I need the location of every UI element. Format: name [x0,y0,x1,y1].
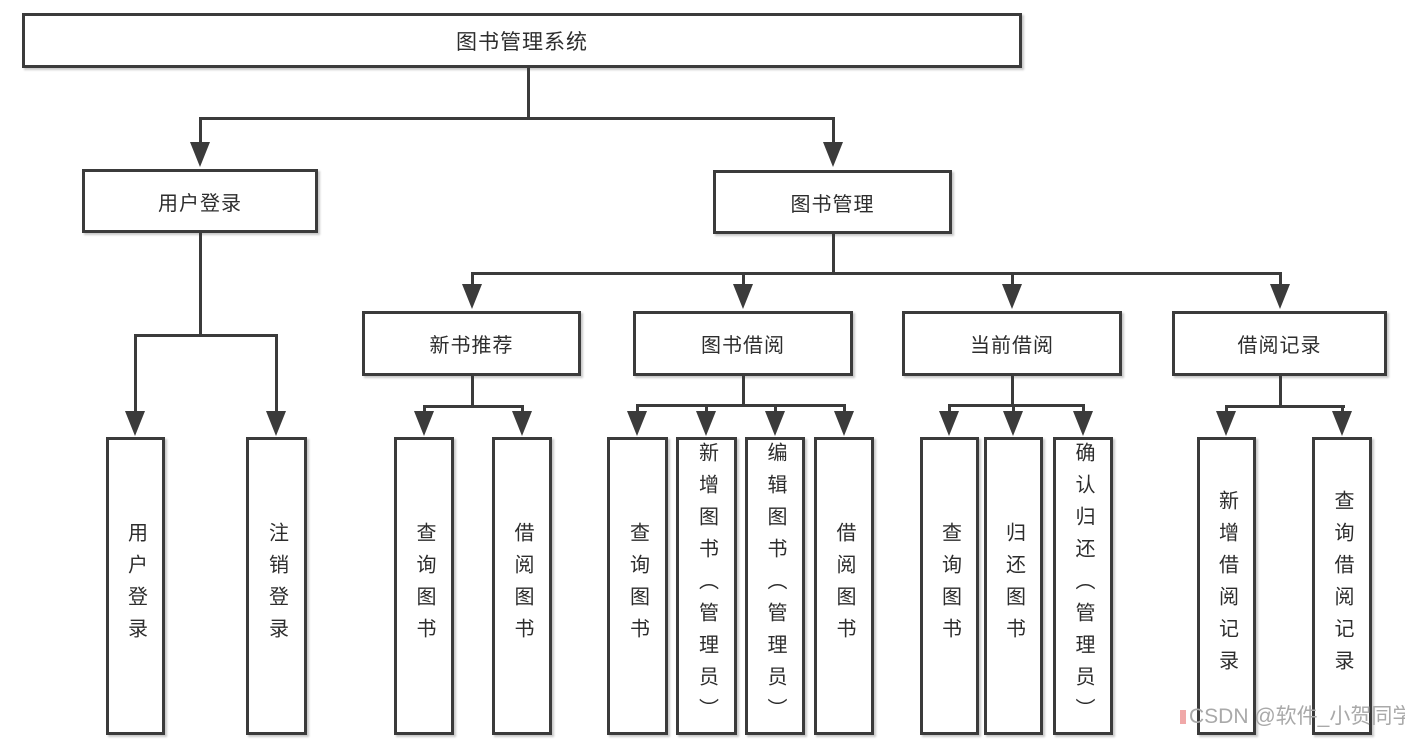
connector-line [275,334,278,413]
node-new-book-recommend: 新书推荐 [362,311,581,376]
connector-line [199,232,202,336]
arrow-down-icon [627,411,647,436]
leaf-edit-books-admin: 编辑图书（管理员） [745,437,805,735]
connector-line [1012,404,1015,413]
leaf-label: 确认归还（管理员） [1072,442,1094,730]
connector-line [1082,404,1085,413]
connector-line [636,404,639,413]
connector-line [471,272,474,288]
node-label: 当前借阅 [970,335,1054,357]
leaf-query-books-borrowing: 查询图书 [607,437,668,735]
arrow-down-icon [512,411,532,436]
leaf-borrow-books-recommend: 借阅图书 [492,437,552,735]
connector-line [636,404,846,407]
connector-line [1225,405,1228,413]
leaf-label: 查询借阅记录 [1331,490,1353,682]
node-book-borrowing: 图书借阅 [633,311,853,376]
arrow-down-icon [1216,411,1236,436]
connector-line [134,334,137,413]
arrow-down-icon [414,411,434,436]
arrow-down-icon [462,284,482,309]
connector-line [742,375,745,406]
connector-line [471,375,474,407]
node-label: 新书推荐 [429,335,514,357]
leaf-label: 查询图书 [626,522,649,650]
node-book-management: 图书管理 [713,170,952,234]
node-current-borrowing: 当前借阅 [902,311,1122,376]
leaf-label: 借阅图书 [833,522,855,650]
leaf-logout: 注销登录 [246,437,307,735]
arrow-down-icon [1073,411,1093,436]
leaf-query-books-recommend: 查询图书 [394,437,454,735]
watermark-accent-mark [1180,710,1186,724]
node-library-system: 图书管理系统 [22,13,1022,68]
connector-line [527,68,530,118]
connector-line [832,117,835,144]
leaf-label: 查询图书 [938,522,961,650]
node-borrowing-records: 借阅记录 [1172,311,1387,376]
arrow-down-icon [1003,411,1023,436]
connector-line [1011,375,1014,406]
leaf-add-books-admin: 新增图书（管理员） [676,437,737,735]
connector-line [948,404,951,413]
connector-line [774,404,777,413]
connector-line [948,404,1085,407]
connector-line [1225,405,1345,408]
node-label: 借阅记录 [1237,335,1322,357]
leaf-label: 查询图书 [413,522,435,650]
connector-line [1279,272,1282,288]
connector-line [1011,272,1014,288]
arrow-down-icon [1332,411,1352,436]
connector-line [1279,375,1282,407]
leaf-borrow-books: 借阅图书 [814,437,874,735]
arrow-down-icon [765,411,785,436]
leaf-return-books: 归还图书 [984,437,1043,735]
connector-line [199,117,834,120]
arrow-down-icon [125,411,145,436]
arrow-down-icon [1270,284,1290,309]
leaf-label: 编辑图书（管理员） [764,442,786,730]
connector-line [423,405,524,408]
leaf-label: 用户登录 [124,522,147,650]
leaf-query-books-current: 查询图书 [920,437,979,735]
leaf-query-borrow-record: 查询借阅记录 [1312,437,1372,735]
leaf-add-borrow-record: 新增借阅记录 [1197,437,1256,735]
arrow-down-icon [696,411,716,436]
connector-line [199,117,202,144]
node-label: 图书管理 [790,193,875,216]
node-label: 用户登录 [158,192,242,215]
arrow-down-icon [266,411,286,436]
connector-line [832,232,835,274]
node-user-login: 用户登录 [82,169,318,233]
arrow-down-icon [834,411,854,436]
node-label: 图书借阅 [701,335,785,357]
leaf-label: 借阅图书 [511,522,533,650]
connector-line [471,272,1282,275]
leaf-label: 归还图书 [1002,522,1025,650]
connector-line [1341,405,1344,413]
connector-line [134,334,278,337]
leaf-label: 新增借阅记录 [1215,490,1238,682]
connector-line [742,272,745,288]
arrow-down-icon [733,284,753,309]
leaf-user-login: 用户登录 [106,437,165,735]
leaf-label: 注销登录 [265,522,288,650]
arrow-down-icon [1002,284,1022,309]
watermark-text: CSDN @软件_小贺同学 [1189,705,1405,728]
arrow-down-icon [190,142,210,167]
connector-line [423,405,426,413]
arrow-down-icon [939,411,959,436]
leaf-confirm-return-admin: 确认归还（管理员） [1053,437,1113,735]
arrow-down-icon [823,142,843,167]
connector-line [843,404,846,413]
connector-line [521,405,524,413]
watermark: CSDN @软件_小贺同学 [1180,703,1405,731]
node-label: 图书管理系统 [456,30,588,54]
connector-line [705,404,708,413]
leaf-label: 新增图书（管理员） [695,442,718,730]
